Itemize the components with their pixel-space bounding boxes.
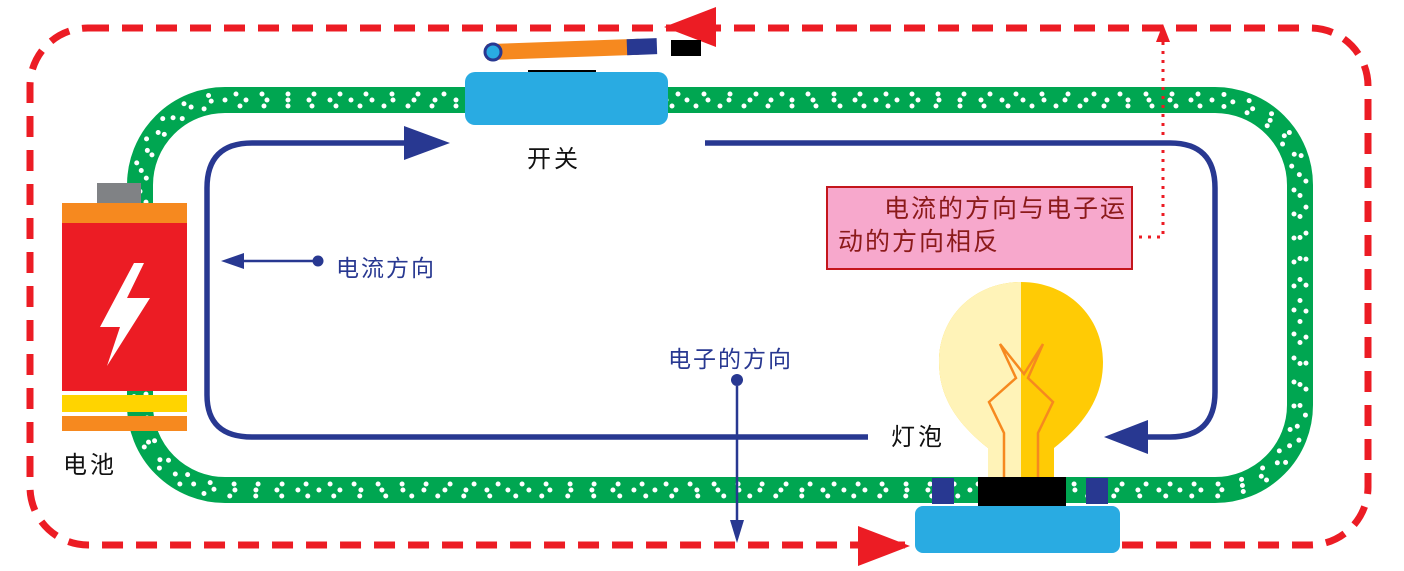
- blue-arrow-right-icon: [404, 126, 450, 160]
- info-box-text-line2: 动的方向相反: [838, 228, 1001, 256]
- current-direction-arrow-icon: [221, 253, 244, 269]
- bulb-label: 灯泡: [891, 424, 945, 451]
- inner-blue-loop-right: [705, 140, 1218, 440]
- red-arrow-bottom-icon: [858, 526, 910, 566]
- info-box-text-line1: 电流的方向与电子运: [884, 195, 1128, 223]
- bulb-wire-connector-right: [1086, 478, 1108, 504]
- bulb-socket: [978, 477, 1066, 508]
- switch-lever: [486, 38, 640, 61]
- electron-dots-row-inner: [143, 103, 1297, 487]
- red-arrow-top-icon: [664, 7, 716, 47]
- light-bulb: [915, 282, 1120, 553]
- switch-label: 开关: [527, 146, 581, 173]
- electron-direction-dot: [731, 374, 743, 386]
- battery-bottom-band: [62, 416, 187, 431]
- info-box-connector-dotted-line: [1130, 42, 1165, 239]
- bulb-filament: [987, 343, 1055, 477]
- switch-knob: [671, 40, 701, 56]
- battery: [62, 183, 187, 431]
- bulb-base: [915, 506, 1120, 553]
- switch: [465, 38, 701, 125]
- lightning-bolt-icon: [100, 263, 150, 366]
- switch-pivot: [483, 42, 503, 62]
- blue-arrow-left-icon: [1104, 420, 1148, 454]
- electron-direction-arrow-icon: [730, 520, 744, 543]
- current-direction-dot: [312, 255, 324, 267]
- bulb-wire-connector-left: [932, 478, 954, 504]
- current-direction-label: 电流方向: [336, 255, 436, 281]
- electron-direction-label: 电子的方向: [668, 346, 793, 372]
- battery-terminal-cap: [97, 183, 141, 205]
- battery-label: 电池: [63, 452, 117, 479]
- connector-arrow-up-icon: [1156, 24, 1170, 42]
- battery-yellow-band: [62, 395, 187, 412]
- info-box: 电流的方向与电子运 动的方向相反: [826, 186, 1133, 270]
- inner-blue-loop-left-top: [204, 140, 406, 395]
- battery-top-band: [62, 203, 187, 223]
- outer-red-dashed-loop: [26, 24, 1372, 549]
- switch-base: [465, 72, 668, 125]
- inner-blue-loop-bottom: [204, 394, 868, 440]
- switch-lever-tip: [626, 38, 658, 56]
